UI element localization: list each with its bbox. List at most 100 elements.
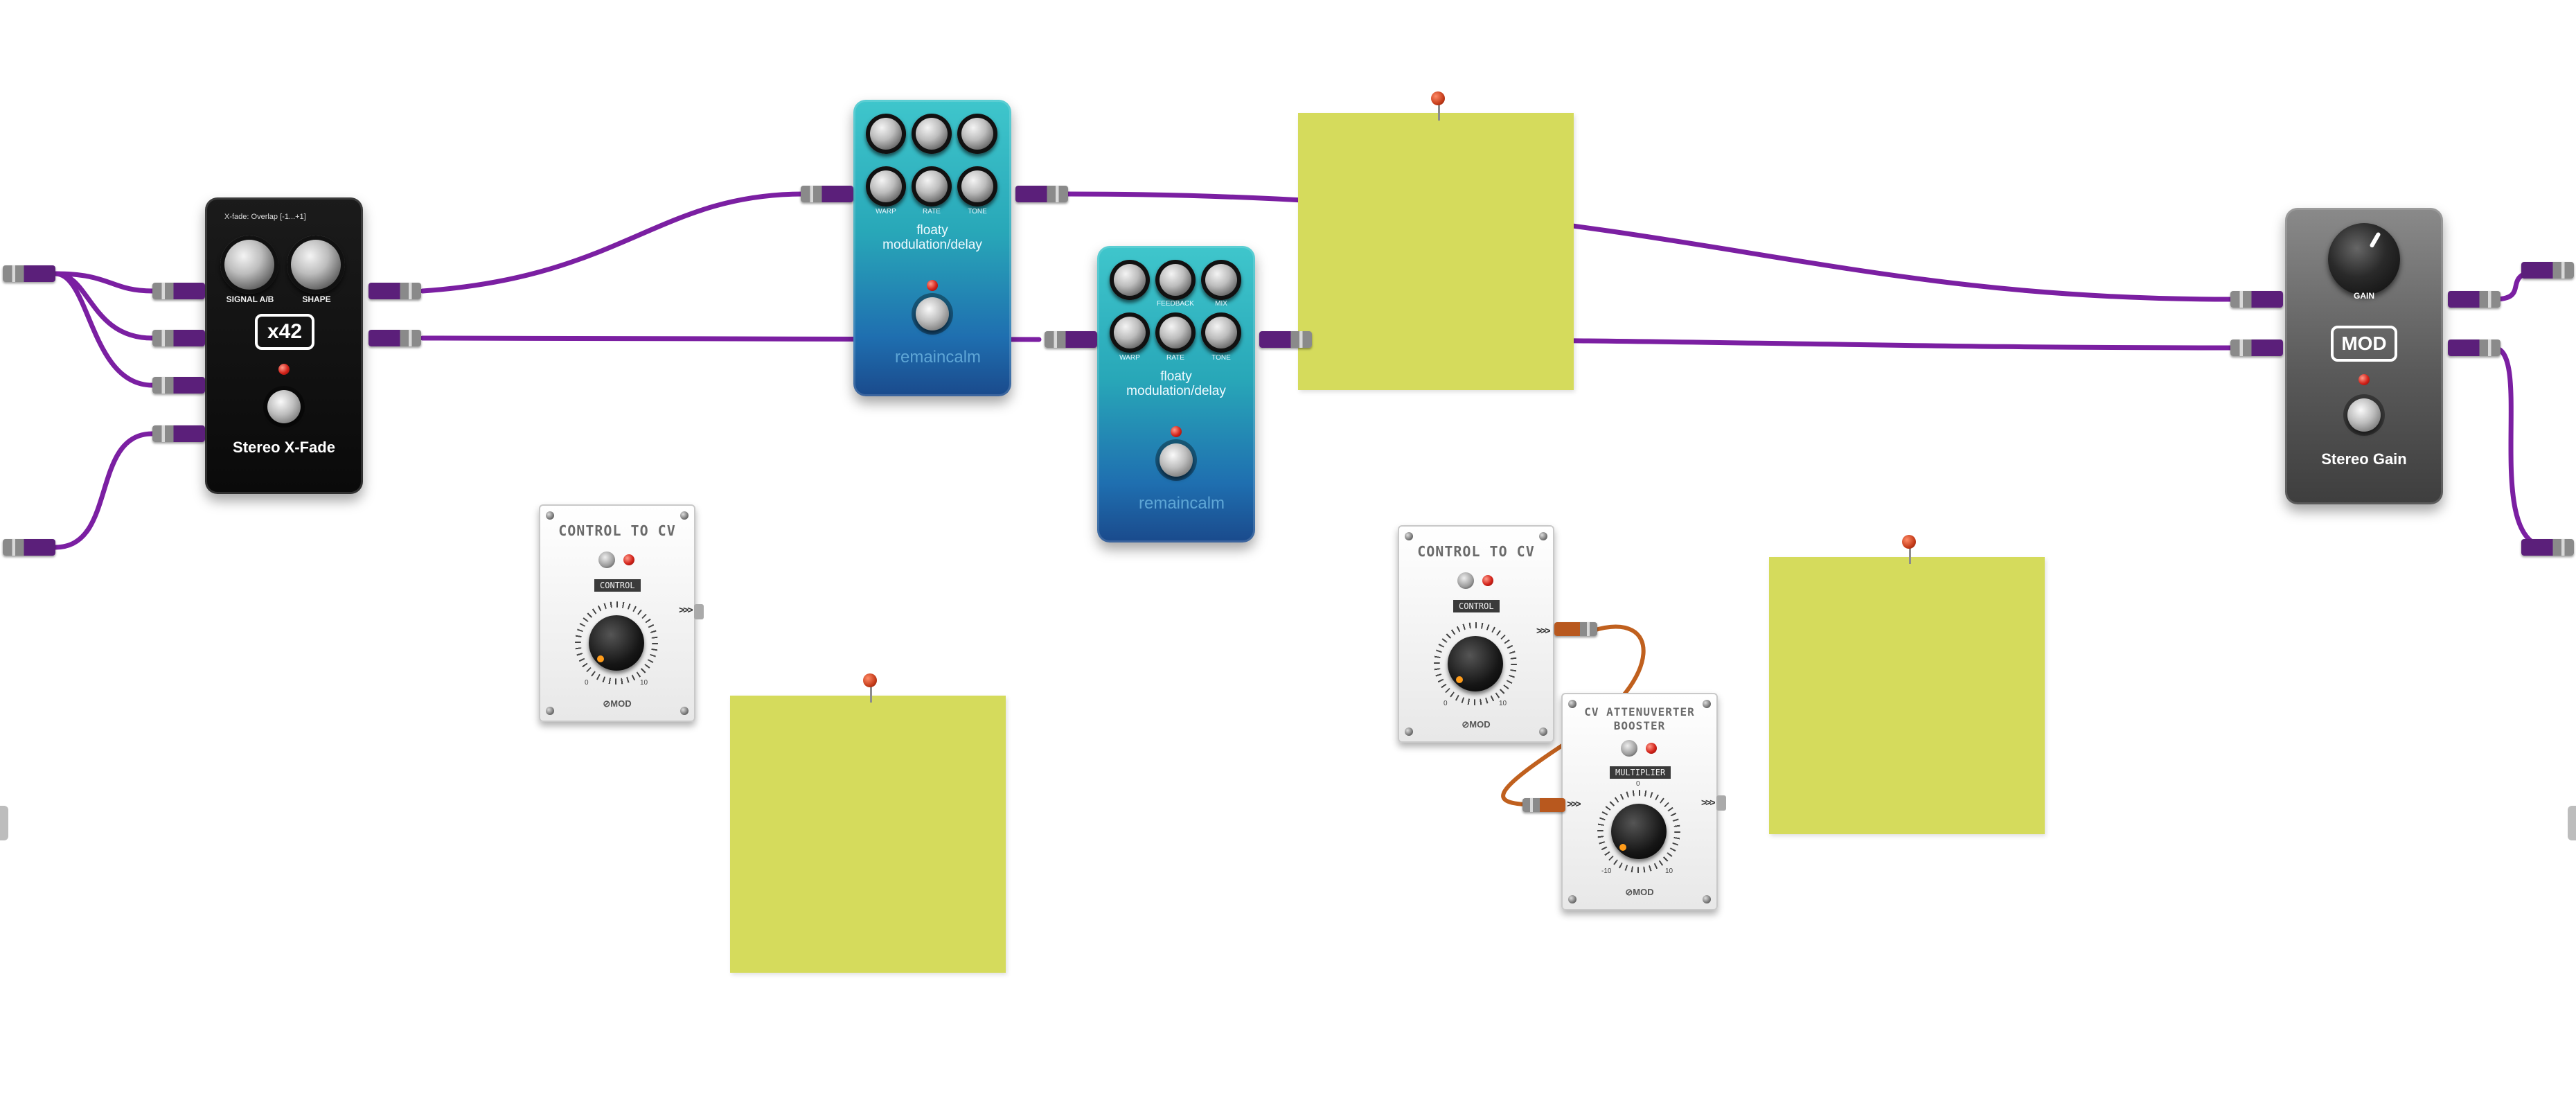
x42-badge: x42 bbox=[255, 314, 314, 350]
gain-input-2-jack[interactable] bbox=[2230, 339, 2283, 356]
cv3-output-port[interactable] bbox=[1716, 795, 1726, 811]
screw bbox=[1703, 700, 1711, 708]
cable-in1-to-x42-in1[interactable] bbox=[53, 271, 155, 294]
cv1-control-tag: CONTROL bbox=[594, 579, 641, 592]
cv3-bypass-toggle[interactable] bbox=[1621, 740, 1637, 757]
cv3-led bbox=[1646, 743, 1657, 754]
floaty2-knob-1[interactable] bbox=[1110, 260, 1150, 300]
system-input-1-jack[interactable] bbox=[3, 265, 55, 282]
pin-stem-2 bbox=[870, 685, 872, 703]
cable-in2-to-x42-in4[interactable] bbox=[53, 431, 155, 550]
floaty2-mix-knob[interactable] bbox=[1201, 260, 1241, 300]
floaty1-tone-label: TONE bbox=[968, 208, 987, 215]
floaty2-input-jack[interactable] bbox=[1045, 331, 1097, 348]
floaty1-rate-knob[interactable] bbox=[912, 166, 952, 206]
cv2-scale-max: 10 bbox=[1499, 700, 1507, 707]
cv2-title: CONTROL TO CV bbox=[1417, 543, 1535, 560]
system-cv-left-jack[interactable] bbox=[0, 806, 8, 840]
floaty2-footswitch[interactable] bbox=[1160, 443, 1193, 477]
floaty1-brand: remaincalm bbox=[895, 348, 981, 367]
signal-ab-knob[interactable] bbox=[220, 236, 278, 294]
cv3-scale-max: 10 bbox=[1665, 867, 1673, 875]
gain-output-2-jack[interactable] bbox=[2448, 339, 2501, 356]
cv1-led bbox=[623, 554, 634, 565]
system-output-2-jack[interactable] bbox=[2521, 539, 2574, 556]
x42-input-1-jack[interactable] bbox=[152, 283, 205, 299]
x42-input-3-jack[interactable] bbox=[152, 377, 205, 394]
system-output-1-jack[interactable] bbox=[2521, 262, 2574, 279]
pin-stem-3 bbox=[1909, 546, 1911, 564]
gain-label: GAIN bbox=[2354, 291, 2374, 301]
pedal-name: Stereo X-Fade bbox=[233, 439, 335, 456]
screw bbox=[1703, 895, 1711, 903]
floaty-delay-pedal-1[interactable]: WARP RATE TONE floaty modulation/delay r… bbox=[853, 100, 1011, 396]
cv2-bypass-toggle[interactable] bbox=[1457, 572, 1474, 589]
pin-icon-1 bbox=[1431, 91, 1445, 105]
floaty2-rate-knob[interactable] bbox=[1155, 312, 1196, 353]
cv1-output-arrows: >>> bbox=[679, 604, 693, 615]
x42-stereo-xfade-pedal[interactable]: X-fade: Overlap [-1...+1] SIGNAL A/B SHA… bbox=[205, 197, 363, 494]
screw bbox=[546, 511, 554, 520]
cv2-output-jack[interactable] bbox=[1554, 622, 1597, 636]
gain-output-1-jack[interactable] bbox=[2448, 291, 2501, 308]
system-cv-right-jack[interactable] bbox=[2568, 806, 2576, 840]
floaty2-feedback-knob[interactable] bbox=[1155, 260, 1196, 300]
gain-input-1-jack[interactable] bbox=[2230, 291, 2283, 308]
cv1-mod-logo: ⊘MOD bbox=[603, 698, 632, 709]
bypass-footswitch[interactable] bbox=[267, 390, 301, 423]
floaty-delay-pedal-2[interactable]: FEEDBACK MIX WARP RATE TONE floaty modul… bbox=[1097, 246, 1255, 542]
x42-input-4-jack[interactable] bbox=[152, 425, 205, 442]
cv3-multiplier-knob[interactable] bbox=[1611, 804, 1667, 859]
cv1-output-port[interactable] bbox=[694, 604, 704, 619]
floaty1-footswitch[interactable] bbox=[916, 297, 949, 330]
screw bbox=[1539, 727, 1547, 736]
floaty1-knob-1[interactable] bbox=[866, 114, 906, 154]
cv2-control-tag: CONTROL bbox=[1453, 600, 1500, 612]
floaty2-output-jack[interactable] bbox=[1259, 331, 1312, 348]
gain-footswitch[interactable] bbox=[2347, 398, 2381, 432]
cable-in1-to-x42-in3[interactable] bbox=[53, 271, 155, 388]
sticky-note-1[interactable] bbox=[1298, 113, 1574, 390]
screw bbox=[1405, 727, 1413, 736]
cable-x42-out1-to-floaty1[interactable] bbox=[420, 191, 806, 294]
sticky-note-2[interactable] bbox=[730, 696, 1006, 973]
floaty2-tone-knob[interactable] bbox=[1201, 312, 1241, 353]
cv1-control-knob[interactable] bbox=[589, 615, 644, 671]
screw bbox=[1539, 532, 1547, 540]
cv1-bypass-toggle[interactable] bbox=[598, 552, 615, 568]
floaty2-feedback-label: FEEDBACK bbox=[1157, 300, 1194, 308]
screw bbox=[680, 511, 689, 520]
floaty1-knob-3[interactable] bbox=[957, 114, 997, 154]
floaty1-input-jack[interactable] bbox=[801, 186, 853, 202]
system-input-2-jack[interactable] bbox=[3, 539, 55, 556]
floaty1-knob-2[interactable] bbox=[912, 114, 952, 154]
floaty2-led bbox=[1171, 426, 1182, 437]
cv3-mod-logo: ⊘MOD bbox=[1625, 887, 1654, 897]
floaty1-output-jack[interactable] bbox=[1015, 186, 1068, 202]
cv-attenuverter-booster-module[interactable]: CV ATTENUVERTER BOOSTER MULTIPLIER 0 -10… bbox=[1561, 693, 1718, 910]
pedal-header: X-fade: Overlap [-1...+1] bbox=[224, 213, 306, 221]
control-to-cv-module-1[interactable]: CONTROL TO CV CONTROL 0 10 ⊘MOD bbox=[539, 504, 695, 722]
status-led bbox=[278, 364, 290, 375]
cable-gain-out2[interactable] bbox=[2491, 345, 2552, 550]
floaty2-warp-knob[interactable] bbox=[1110, 312, 1150, 353]
floaty1-rate-label: RATE bbox=[923, 208, 941, 215]
pin-stem-1 bbox=[1438, 103, 1440, 121]
gain-knob[interactable] bbox=[2328, 223, 2400, 295]
cv2-control-knob[interactable] bbox=[1448, 636, 1503, 691]
floaty1-title: floaty modulation/delay bbox=[882, 223, 982, 252]
x42-output-2-jack[interactable] bbox=[368, 330, 421, 346]
floaty1-tone-knob[interactable] bbox=[957, 166, 997, 206]
x42-output-1-jack[interactable] bbox=[368, 283, 421, 299]
x42-input-2-jack[interactable] bbox=[152, 330, 205, 346]
control-to-cv-module-2[interactable]: CONTROL TO CV CONTROL 0 10 ⊘MOD bbox=[1398, 525, 1554, 743]
cv3-input-jack[interactable] bbox=[1522, 798, 1565, 812]
cv3-title-line2: BOOSTER bbox=[1613, 719, 1666, 732]
mod-stereo-gain-pedal[interactable]: GAIN MOD Stereo Gain bbox=[2285, 208, 2443, 504]
cv3-title-line1: CV ATTENUVERTER bbox=[1584, 705, 1695, 718]
shape-label: SHAPE bbox=[302, 294, 331, 304]
floaty1-warp-knob[interactable] bbox=[866, 166, 906, 206]
sticky-note-3[interactable] bbox=[1769, 557, 2045, 834]
pin-icon-2 bbox=[863, 673, 877, 687]
shape-knob[interactable] bbox=[287, 236, 345, 294]
